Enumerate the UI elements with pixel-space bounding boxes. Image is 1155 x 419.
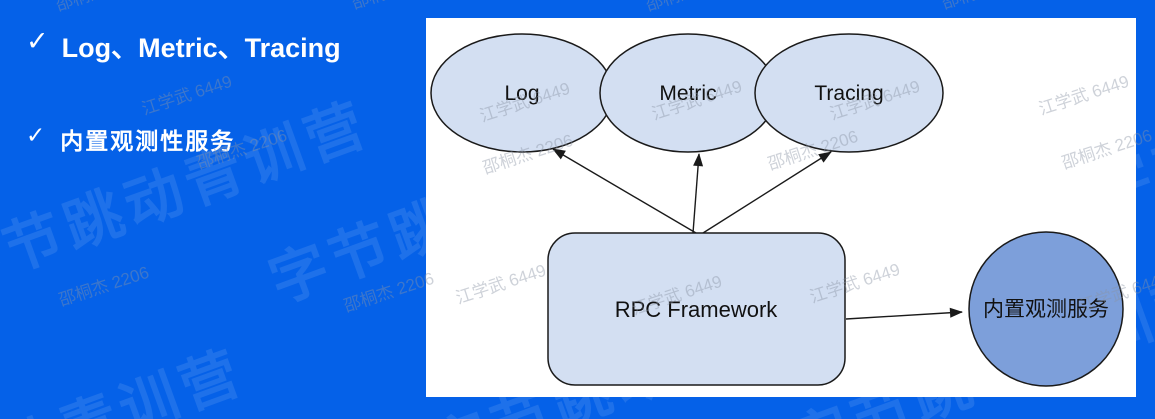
- arrow-rpc-to-log: [552, 148, 697, 234]
- diagram-canvas: Log Metric Tracing RPC Framework 内置观测服务: [430, 33, 1124, 387]
- node-tracing: [754, 33, 944, 153]
- check-icon: ✓: [26, 122, 48, 148]
- bullet-log-metric-tracing: ✓ Log、Metric、Tracing: [26, 26, 341, 65]
- watermark-user-text: 邵桐杰 2206: [56, 262, 152, 310]
- watermark-brand-text: 字节跳动青训营: [0, 90, 379, 306]
- node-observe-service-label: 内置观测服务: [983, 298, 1109, 321]
- bullet-label: 内置观测性服务: [60, 128, 236, 154]
- node-rpc-framework-label: RPC Framework: [615, 297, 779, 322]
- arrow-rpc-to-tracing: [702, 151, 832, 234]
- watermark-user-text: 邵桐杰 2206: [938, 0, 1035, 14]
- watermark-user-text: 江学武 6449: [139, 71, 235, 119]
- node-metric-label: Metric: [659, 82, 716, 105]
- check-icon: ✓: [26, 26, 49, 56]
- watermark-brand-text: 字节跳动青训营: [0, 325, 255, 419]
- node-rpc-framework: [547, 232, 846, 386]
- watermark-user-text: 邵桐杰 2206: [52, 0, 149, 16]
- bullet-builtin-observability: ✓ 内置观测性服务: [26, 122, 235, 156]
- arrow-rpc-to-metric: [692, 153, 704, 234]
- watermark-user-text: 邵桐杰 2206: [341, 268, 437, 316]
- node-observe-service: [968, 231, 1124, 387]
- diagram-panel: Log Metric Tracing RPC Framework 内置观测服务: [426, 18, 1136, 397]
- watermark-user-text: 邵桐杰 2206: [642, 0, 739, 16]
- watermark-user-text: 邵桐杰 2206: [348, 0, 445, 14]
- arrow-rpc-to-service: [845, 307, 963, 320]
- bullet-label: Log、Metric、Tracing: [61, 33, 341, 63]
- node-tracing-label: Tracing: [814, 82, 883, 105]
- node-log-label: Log: [504, 82, 539, 105]
